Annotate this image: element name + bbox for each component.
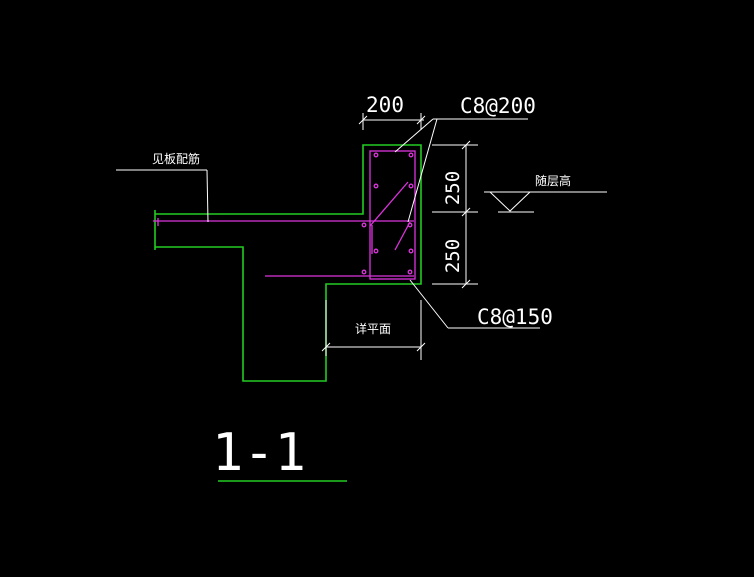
leader-top-1: [394, 118, 434, 153]
concrete-outline: [154, 144, 422, 382]
rebar-dot: [408, 152, 414, 158]
rebar-dot: [408, 248, 414, 254]
label-bottom-rebar: C8@150: [477, 305, 553, 329]
leader-top-2: [407, 118, 438, 223]
dim-tick-bottom: [461, 279, 471, 289]
dim-plan-tick-left: [321, 342, 331, 352]
label-level-note: 随层高: [535, 173, 571, 188]
rebar-dot: [361, 222, 367, 228]
dim-200-tick-right: [416, 115, 426, 125]
rebar-dot: [407, 222, 413, 228]
rebar-dot: [407, 269, 413, 275]
diagonal-rebar-1: [369, 181, 409, 227]
rebar-dot: [373, 183, 379, 189]
rebar-dot: [373, 152, 379, 158]
dim-plan-tick-right: [416, 342, 426, 352]
label-plan-note: 详平面: [355, 321, 391, 336]
dim-tick-top: [461, 140, 471, 150]
rebar-dot: [408, 183, 414, 189]
label-slab-note: 见板配筋: [152, 151, 200, 166]
label-height-upper: 250: [442, 171, 464, 205]
section-title: 1-1: [212, 423, 306, 483]
rebar-dot: [373, 248, 379, 254]
label-top-width: 200: [366, 93, 404, 117]
level-triangle: [488, 191, 532, 212]
section-profile: [155, 144, 422, 382]
label-top-rebar: C8@200: [460, 94, 536, 118]
dim-200-tick-left: [358, 115, 368, 125]
stirrup: [369, 150, 416, 280]
annotations: [116, 113, 607, 360]
label-height-lower: 250: [442, 239, 464, 273]
diagonal-rebar-2: [394, 221, 411, 251]
rebar-group: [153, 150, 416, 280]
dim-tick-mid: [461, 207, 471, 217]
rebar-dot: [361, 269, 367, 275]
leader-bottom: [409, 279, 449, 329]
leader-slab: [206, 169, 209, 223]
